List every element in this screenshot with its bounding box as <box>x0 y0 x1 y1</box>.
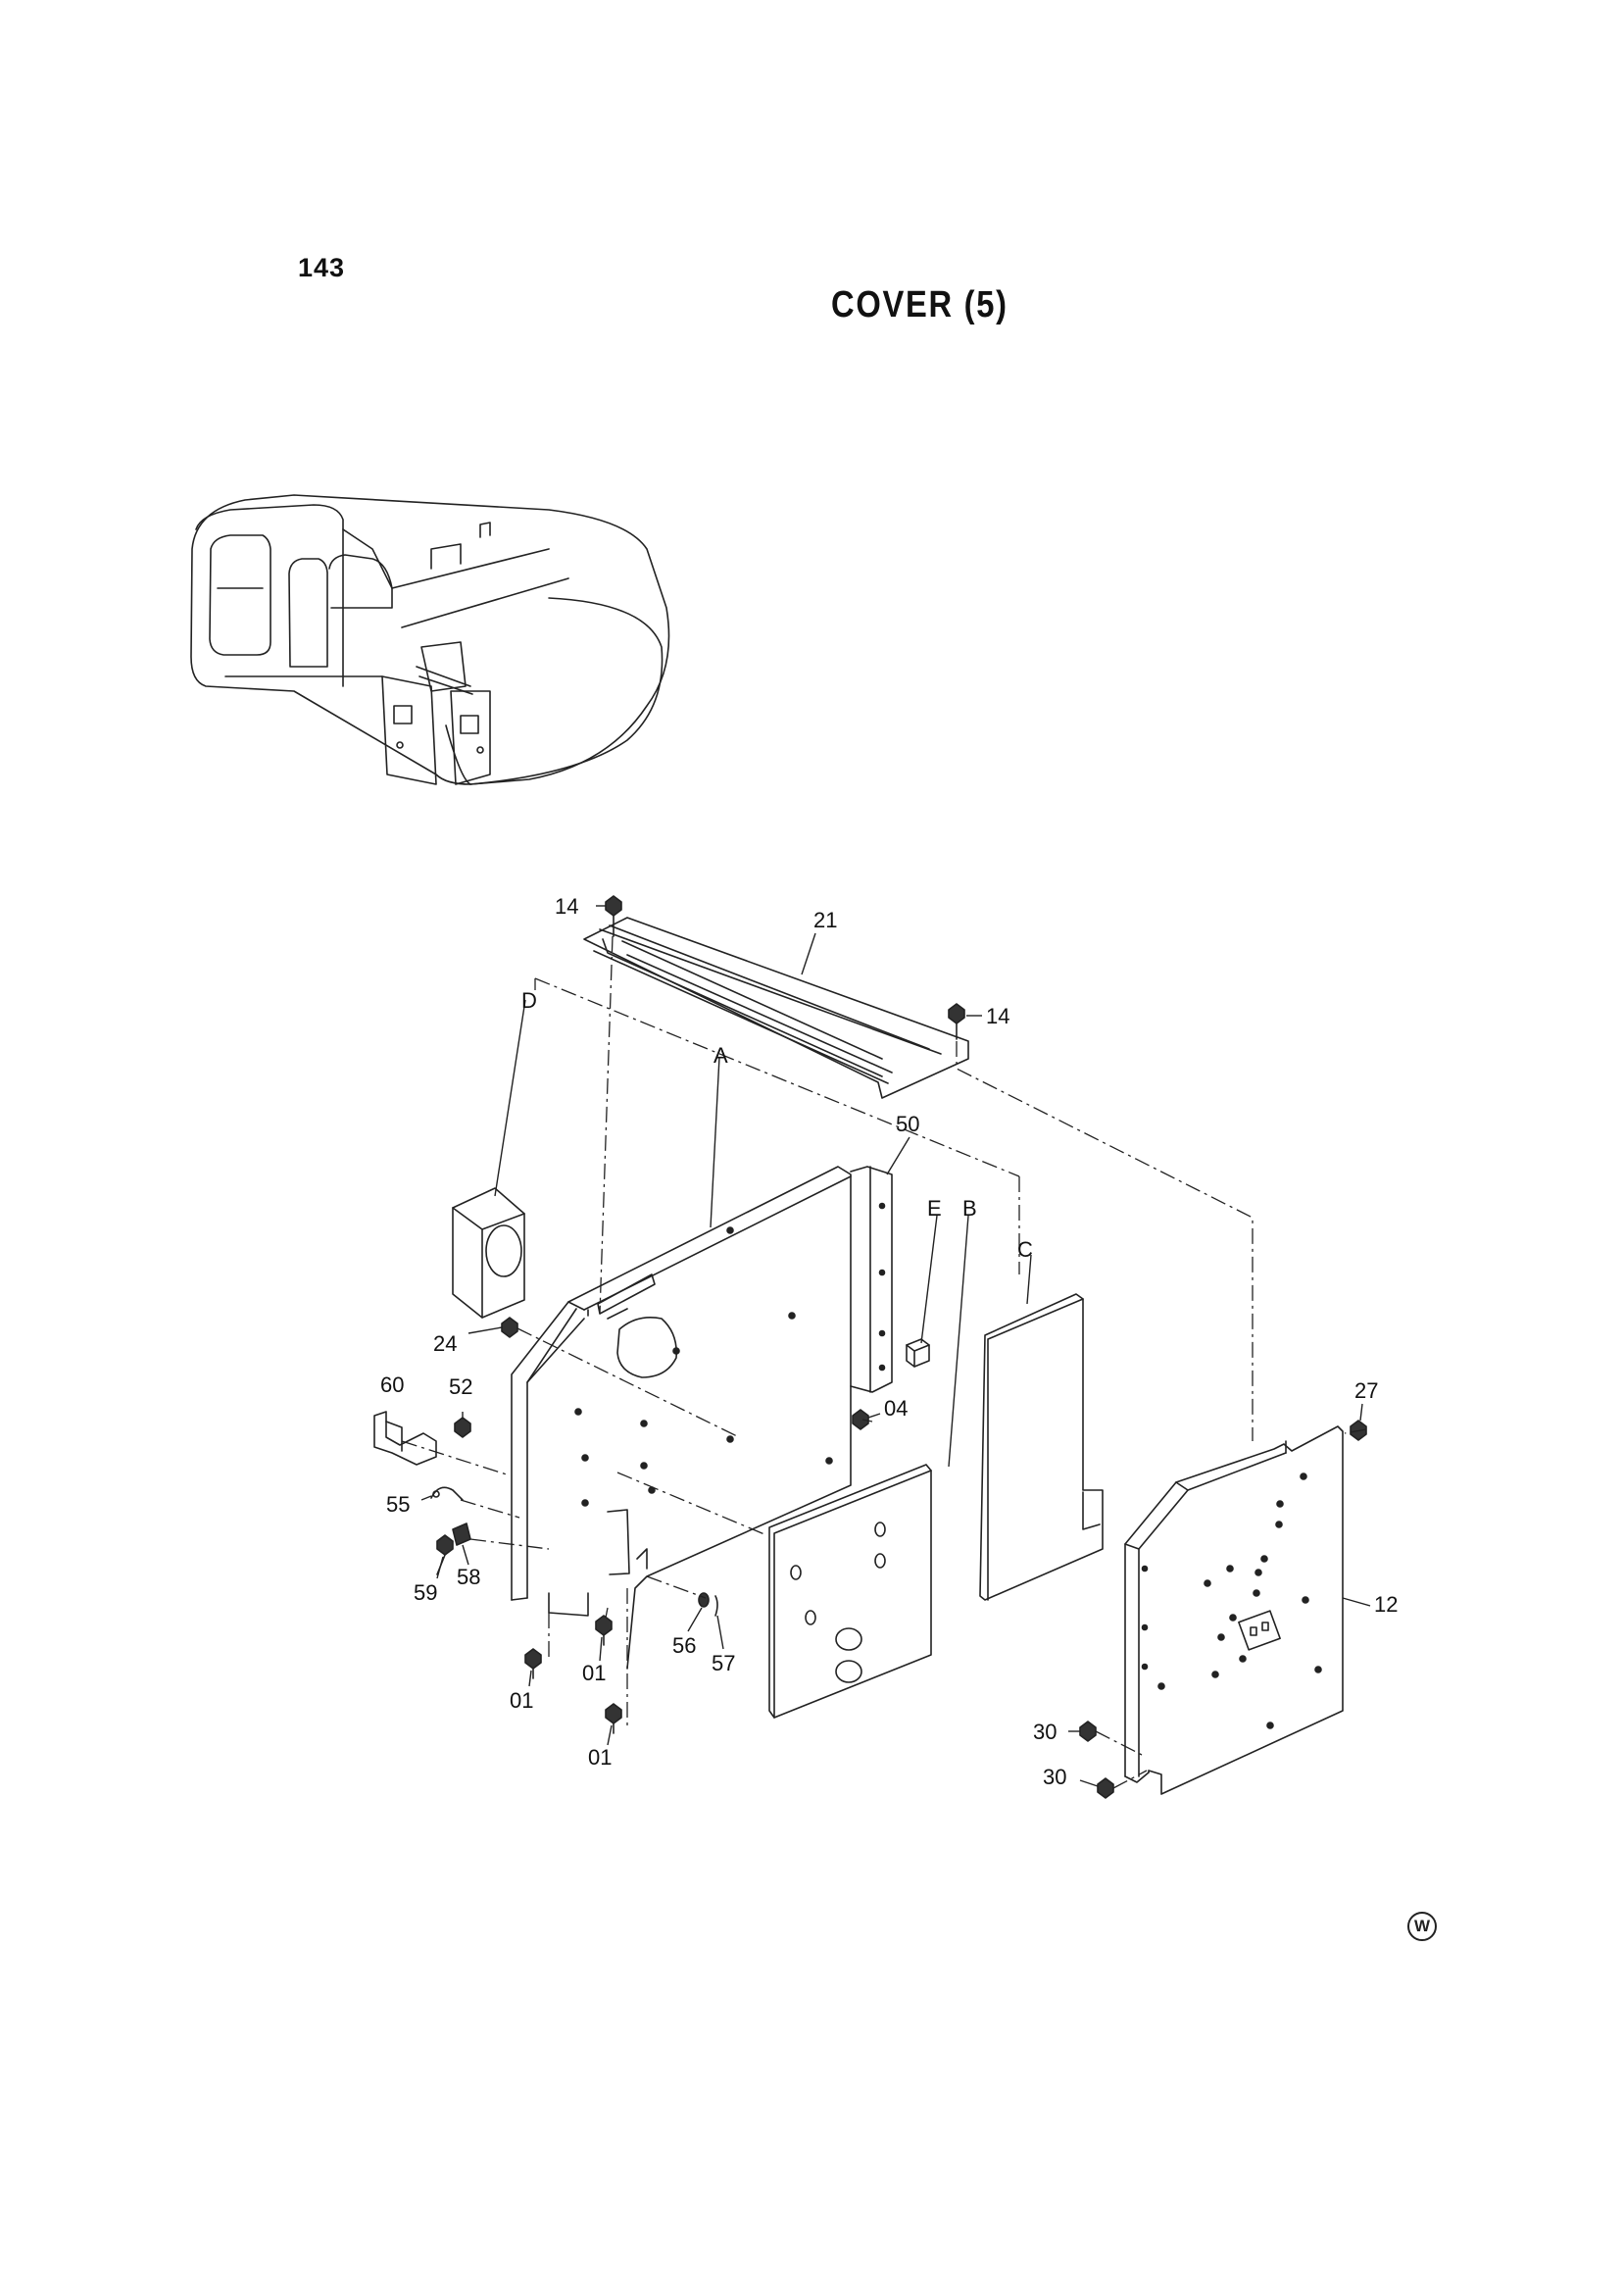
ref-letter-d: D <box>521 988 537 1013</box>
callout-27: 27 <box>1354 1378 1378 1403</box>
block-e <box>906 1338 930 1368</box>
bracket-60 <box>373 1411 437 1466</box>
side-panel-12 <box>1124 1425 1344 1795</box>
callout-30-a: 30 <box>1033 1720 1057 1744</box>
callout-58: 58 <box>457 1565 480 1589</box>
callout-50: 50 <box>896 1112 919 1136</box>
bolt-30-a <box>1079 1721 1097 1742</box>
bolt-52 <box>454 1417 471 1438</box>
nut-04 <box>852 1409 869 1430</box>
callout-55: 55 <box>386 1492 410 1517</box>
w-symbol-mark: W <box>1407 1912 1437 1941</box>
page-title: COVER (5) <box>831 284 1008 325</box>
clip-58 <box>452 1522 471 1546</box>
callout-24: 24 <box>433 1331 457 1356</box>
insulation-pad-c <box>979 1293 1104 1601</box>
insulation-pad-b <box>768 1464 932 1719</box>
callout-14-top-left: 14 <box>555 894 578 919</box>
callout-04: 04 <box>884 1396 908 1421</box>
page-number: 143 <box>298 253 346 282</box>
ref-letter-c: C <box>1017 1237 1033 1262</box>
callout-57: 57 <box>712 1651 735 1675</box>
callout-56: 56 <box>672 1633 696 1658</box>
ref-letter-e: E <box>927 1196 942 1221</box>
leader-lines <box>420 905 1371 1787</box>
bolt-14-top-left <box>605 895 622 937</box>
pin-57 <box>714 1595 718 1617</box>
ref-letter-a: A <box>713 1043 728 1068</box>
callout-30-b: 30 <box>1043 1765 1066 1789</box>
bolt-01-a <box>595 1615 613 1646</box>
callout-12: 12 <box>1374 1592 1398 1617</box>
callout-60: 60 <box>380 1373 404 1397</box>
callout-59: 59 <box>414 1580 437 1605</box>
side-panel-a <box>511 1166 852 1670</box>
bolt-01-b <box>524 1648 542 1679</box>
alignment-lines <box>401 935 1367 1789</box>
bolt-30-b <box>1097 1777 1114 1799</box>
wire-55 <box>430 1486 464 1501</box>
bolt-14-top-right <box>948 1003 965 1040</box>
callout-01-a: 01 <box>582 1661 606 1685</box>
ref-letter-b: B <box>962 1196 977 1221</box>
callout-21: 21 <box>813 908 837 932</box>
top-cover-21 <box>583 917 969 1099</box>
callout-01-c: 01 <box>588 1745 612 1770</box>
callout-52: 52 <box>449 1374 472 1399</box>
callout-14-top-right: 14 <box>986 1004 1009 1028</box>
machine-overview-illustration <box>190 494 670 785</box>
strip-50 <box>850 1166 893 1393</box>
bolt-01-c <box>605 1703 622 1734</box>
washer-56 <box>698 1592 710 1608</box>
seal-d <box>452 1187 525 1319</box>
bolt-24 <box>501 1317 518 1338</box>
callout-01-b: 01 <box>510 1688 533 1713</box>
